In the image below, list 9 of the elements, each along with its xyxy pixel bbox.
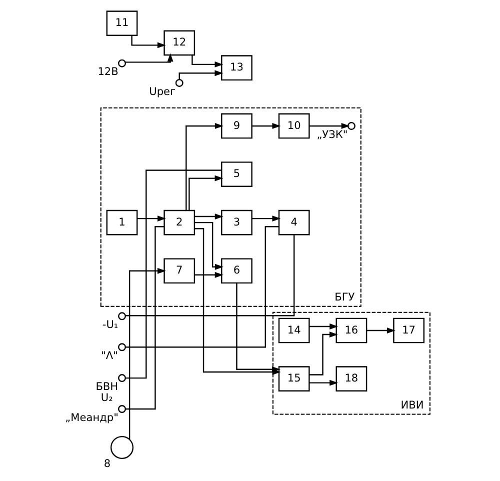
node-label: 12В xyxy=(97,66,118,78)
node-label: 8 xyxy=(103,458,110,470)
node-label: -U₁ xyxy=(102,319,118,332)
node-label: „Меандр" xyxy=(64,412,118,424)
node-label: „УЗК" xyxy=(316,128,348,141)
node-label: БВН xyxy=(95,380,118,393)
node-label: Uрег xyxy=(148,86,176,98)
node-label: "Λ" xyxy=(100,350,118,362)
node-label: U₂ xyxy=(100,392,112,404)
